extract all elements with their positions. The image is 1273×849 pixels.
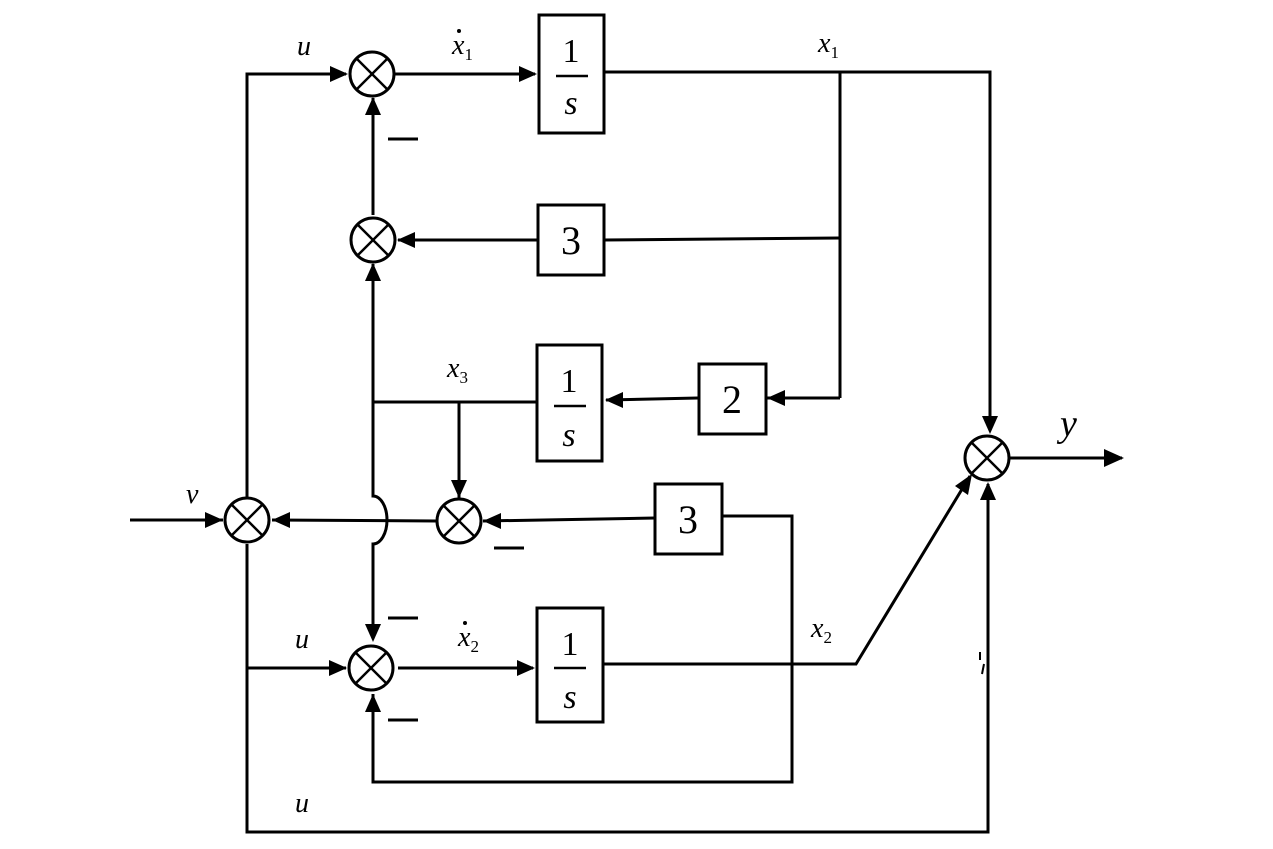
arrowheads [205,66,1124,712]
sum-junction-4 [435,497,483,545]
label-v: v [186,479,199,510]
integrator-block-1: 1 s [537,13,606,135]
label-x3: x3 [446,353,468,387]
arrow-into-integrator2 [517,660,535,676]
minus-sign-sum5-bottom: — [388,702,418,735]
integrator2-denominator: s [563,679,576,716]
arrow-into-integrator1 [519,66,537,82]
arrow-into-sum3-left [205,512,223,528]
arrow-into-sum3-right [272,512,290,528]
gain-middle-value: 2 [722,377,742,422]
gain-block-middle: 2 [697,362,768,436]
integrator-block-2: 1 s [535,606,605,724]
integrator3-denominator: s [562,417,575,454]
wire-x2-feedback [371,514,794,784]
arrow-into-sum4-right [483,513,501,529]
label-xdot1: x1 [451,30,473,64]
label-u-top: u [297,31,311,62]
label-u-mid: u [295,624,309,655]
label-x1: x1 [817,28,839,62]
wire-sum4-to-sum3 [271,518,438,523]
arrow-into-sumy-top [982,416,998,434]
gain-block-lower: 3 [653,482,724,556]
arrow-into-sum5-top [365,624,381,642]
arrow-into-sum1-bottom [365,97,381,115]
minus-sign-sum5: — [388,600,418,633]
wire-x1-to-gain-upper [603,236,841,242]
gain-upper-value: 3 [561,218,581,263]
sum-junction-y [963,434,1011,482]
arrow-into-sum1-left [330,66,348,82]
integrator-block-3: 1 s [535,343,604,463]
signal-labels: u x1 x1 x3 v u x2 x2 u y [186,28,1077,819]
label-x2: x2 [810,613,832,647]
sum-junction-5 [347,644,395,692]
sum-junction-2 [349,216,397,264]
label-xdot2: x2 [457,622,479,656]
wire-u-to-sum1 [245,72,346,520]
arrow-into-gain-2 [767,390,785,406]
arrow-into-sumy-bottom [980,482,996,500]
stray-mark [979,652,985,675]
integrator1-numerator: 1 [563,33,580,70]
gain-block-upper: 3 [536,203,606,277]
arrow-into-sum5-left [329,660,347,676]
integrator2-numerator: 1 [562,626,579,663]
gain-lower-value: 3 [678,497,698,542]
sum-junction-1 [348,50,396,98]
minus-sign-sum1: — [388,121,418,154]
wire-x2 [604,475,972,666]
sum-junction-3 [223,496,271,544]
integrator1-denominator: s [564,85,577,122]
arrow-into-sum2-right [397,232,415,248]
label-y-output: y [1056,403,1077,445]
wires [130,70,1122,834]
integrator3-numerator: 1 [561,363,578,400]
arrow-into-integrator3 [605,392,623,408]
arrow-into-sumy-lowerleft [955,474,972,495]
arrow-into-sum4-top [451,480,467,498]
minus-signs: — — — — [388,121,524,735]
wire-u-bus-lower [245,484,990,834]
arrow-into-sum5-bottom [365,694,381,712]
wire-x1 [604,70,992,426]
label-u-bottom: u [295,788,309,819]
minus-sign-sum4: — [494,530,524,563]
arrow-y-output [1104,449,1124,467]
arrow-into-sum2-bottom [365,263,381,281]
wire-gain-lower-to-sum4 [482,516,656,523]
